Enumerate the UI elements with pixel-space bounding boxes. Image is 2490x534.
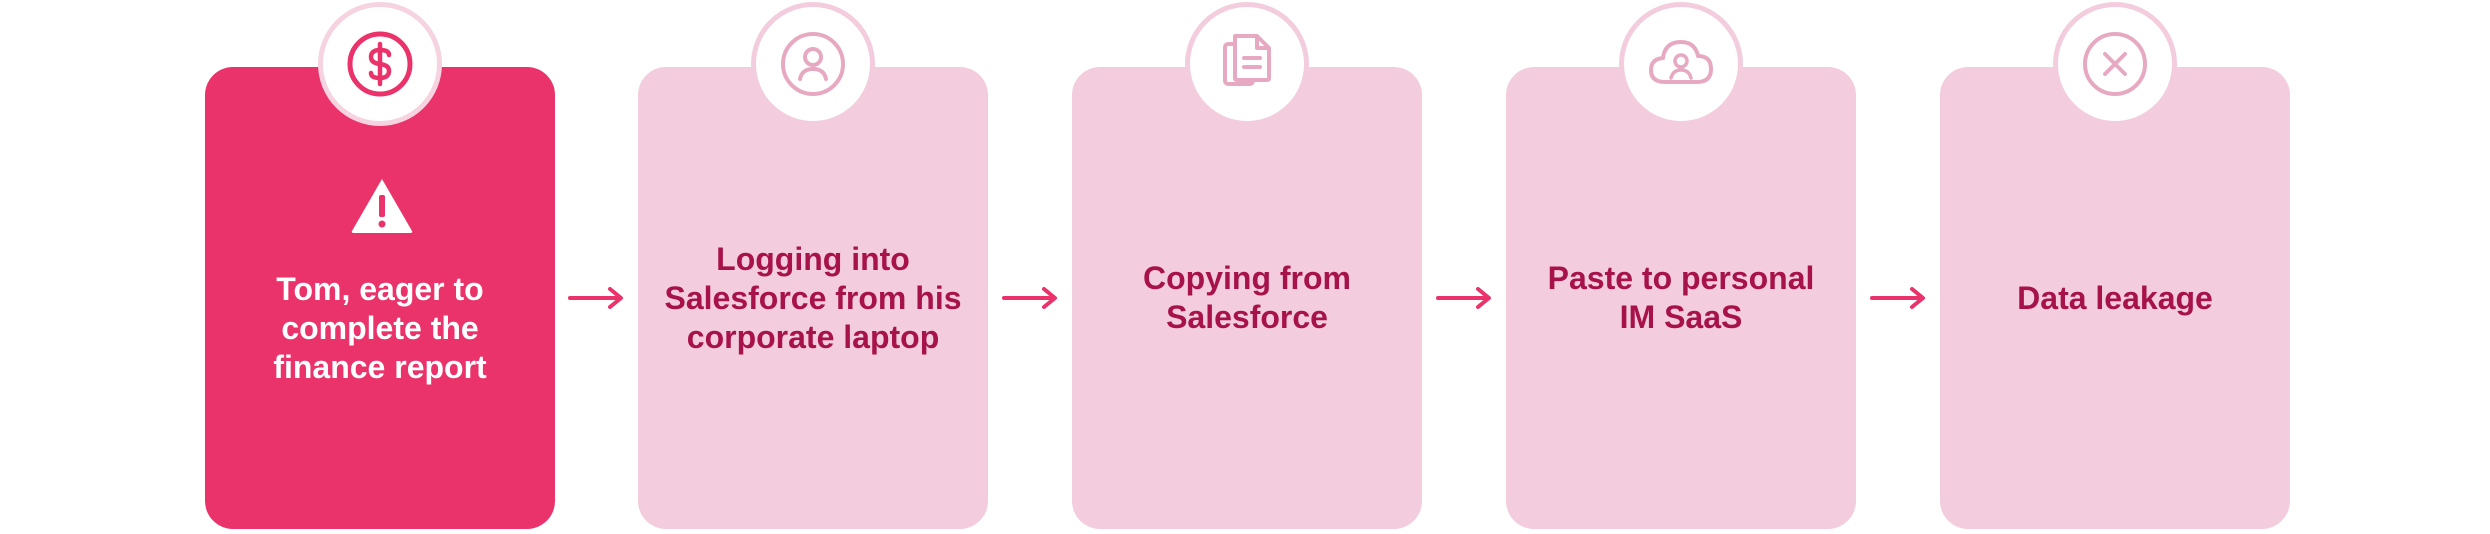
step-card-5: Data leakage: [1940, 67, 2290, 529]
user-icon: [781, 32, 845, 96]
step-label-5: Data leakage: [2017, 279, 2213, 316]
flow-arrow-4: [1870, 287, 1925, 309]
step-badge-1: [318, 2, 442, 126]
step-card-2: Logging into Salesforce from his corpora…: [638, 67, 988, 529]
step-badge-3: [1185, 2, 1309, 126]
step-badge-2: [751, 2, 875, 126]
cloud-user-icon: [1649, 40, 1713, 84]
step-badge-4: [1619, 2, 1743, 126]
step-card-3: Copying from Salesforce: [1072, 67, 1422, 529]
dollar-icon: [347, 31, 413, 97]
step-card-4: Paste to personal IM SaaS: [1506, 67, 1856, 529]
step-label-2: Logging into Salesforce from his corpora…: [664, 240, 962, 355]
warning-icon: [351, 179, 413, 233]
step-badge-5: [2053, 2, 2177, 126]
close-circle-icon: [2083, 32, 2147, 96]
flow-arrow-2: [1002, 287, 1057, 309]
step-label-4: Paste to personal IM SaaS: [1547, 260, 1815, 335]
documents-icon: [1223, 34, 1271, 86]
flow-arrow-3: [1436, 287, 1491, 309]
step-card-1: Tom, eager to complete the finance repor…: [205, 67, 555, 529]
flow-arrow-1: [568, 287, 623, 309]
step-label-3: Copying from Salesforce: [1143, 260, 1351, 335]
step-label-1: Tom, eager to complete the finance repor…: [273, 270, 487, 385]
